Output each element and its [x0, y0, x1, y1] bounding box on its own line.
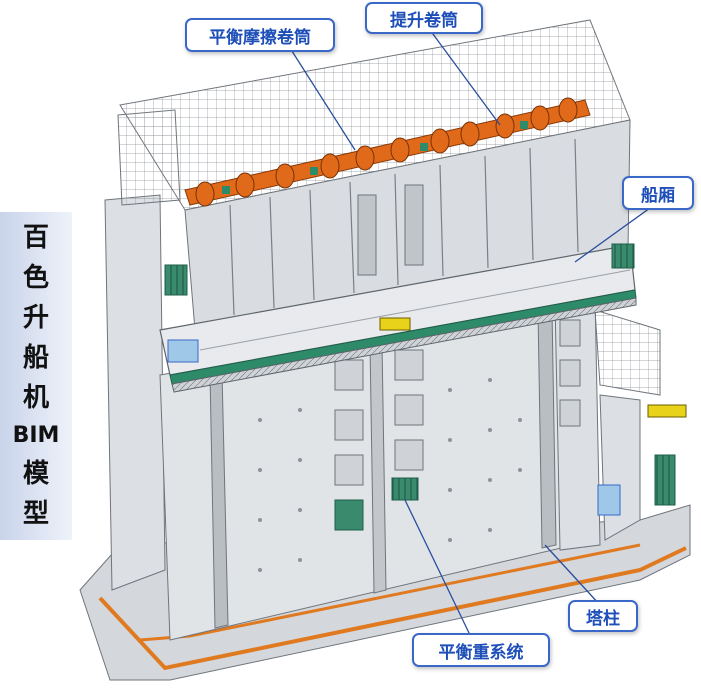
right-tower	[554, 294, 687, 551]
title-char: 百	[22, 223, 49, 253]
callout-tower-column: 塔柱	[568, 600, 638, 632]
upper-frame	[119, 19, 631, 331]
callout-counterweight: 平衡重系统	[412, 633, 550, 667]
title-char: 色	[22, 263, 49, 293]
title-char: 型	[22, 499, 49, 529]
callout-ship-chamber: 船厢	[622, 176, 694, 210]
drum-row	[184, 97, 591, 207]
title-char: 船	[22, 343, 49, 373]
ship-chamber	[159, 243, 637, 393]
main-wall	[159, 299, 596, 641]
title-char: 机	[22, 383, 49, 413]
title-char: BIM	[12, 423, 60, 448]
title-char: 模	[22, 459, 49, 489]
callout-balance-drum: 平衡摩擦卷筒	[185, 18, 335, 52]
callout-hoist-drum: 提升卷筒	[365, 2, 483, 34]
vertical-title: 百 色 升 船 机 BIM 模 型	[0, 212, 72, 540]
leader-lines	[289, 29, 651, 636]
title-char: 升	[22, 303, 49, 333]
